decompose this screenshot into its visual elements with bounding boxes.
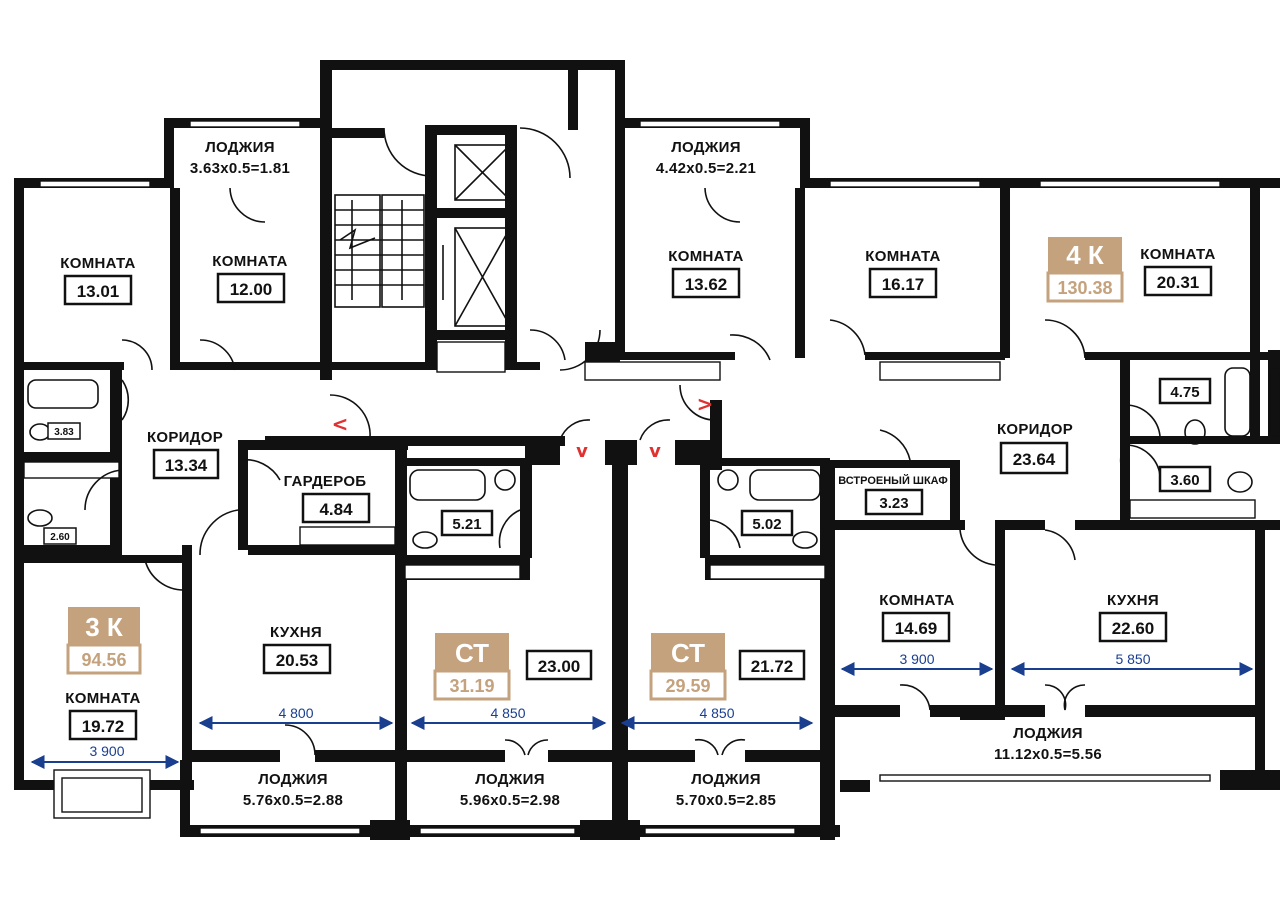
room-area: 4.75 <box>1170 384 1199 401</box>
room-label: КОМНАТА <box>212 253 287 270</box>
room-area: 23.00 <box>538 657 581 676</box>
apartment-total: 29.59 <box>665 676 710 696</box>
room-label: КУХНЯ <box>270 624 322 641</box>
apartment-type: 3 К <box>85 612 123 642</box>
loggia-formula: 5.96x0.5=2.98 <box>460 792 560 809</box>
room-label: КОМНАТА <box>668 248 743 265</box>
room-area: 3.60 <box>1170 472 1199 489</box>
room-area: 3.83 <box>54 427 74 438</box>
apartment-3k: КОМНАТА 13.01 КОМНАТА 12.00 ЛОДЖИЯ 3.63x… <box>43 139 371 809</box>
room-area: 13.62 <box>685 275 728 294</box>
loggia-formula: 3.63x0.5=1.81 <box>190 160 290 177</box>
room-label: КОМНАТА <box>60 255 135 272</box>
room-area: 19.72 <box>82 717 125 736</box>
apartment-total: 94.56 <box>81 650 126 670</box>
apartment-total: 130.38 <box>1057 278 1112 298</box>
loggia-label: ЛОДЖИЯ <box>1013 725 1083 742</box>
room-area: 4.84 <box>319 500 353 519</box>
loggia-label: ЛОДЖИЯ <box>475 771 545 788</box>
room-label: ВСТРОЕНЫЙ ШКАФ <box>838 474 948 487</box>
room-area: 5.02 <box>752 516 781 533</box>
dimension-value: 4 800 <box>278 705 313 721</box>
room-area: 16.17 <box>882 275 925 294</box>
fixtures <box>27 367 1280 549</box>
room-area: 12.00 <box>230 280 273 299</box>
stair-steps <box>335 209 424 286</box>
room-area: 2.60 <box>50 532 70 543</box>
loggia-formula: 5.76x0.5=2.88 <box>243 792 343 809</box>
entrance-arrow-right: > <box>697 392 714 416</box>
dimension-value: 3 900 <box>899 651 934 667</box>
dimension-value: 4 850 <box>699 705 734 721</box>
room-area: 14.69 <box>895 619 938 638</box>
apartment-type-tag <box>68 607 140 645</box>
entrance-markers: < > v v <box>332 392 714 462</box>
loggia-label: ЛОДЖИЯ <box>671 139 741 156</box>
dimension-value: 4 850 <box>490 705 525 721</box>
apartment-type-tag <box>1048 237 1122 273</box>
loggia-label: ЛОДЖИЯ <box>258 771 328 788</box>
entrance-arrow-studio-1: v <box>576 441 588 462</box>
room-label: КОРИДОР <box>147 429 223 446</box>
room-label: КОРИДОР <box>997 421 1073 438</box>
room-label: КОМНАТА <box>1140 246 1215 263</box>
room-area: 13.01 <box>77 282 120 301</box>
room-label: КОМНАТА <box>65 690 140 707</box>
apartment-type-tag <box>651 633 725 671</box>
loggia-formula: 5.70x0.5=2.85 <box>676 792 776 809</box>
room-area: 13.34 <box>165 456 208 475</box>
door-swings <box>84 127 1161 756</box>
room-area: 3.23 <box>879 495 908 512</box>
dimension-lines <box>30 662 1254 769</box>
room-area: 20.31 <box>1157 273 1200 292</box>
room-area: 23.64 <box>1013 450 1056 469</box>
apartment-type: СТ <box>671 638 705 668</box>
apartment-4k: ЛОДЖИЯ 4.42x0.5=2.21 КОМНАТА 13.62 КОМНА… <box>656 139 1216 763</box>
room-label: ГАРДЕРОБ <box>284 473 367 490</box>
loggia-label: ЛОДЖИЯ <box>691 771 761 788</box>
apartment-type: СТ <box>455 638 489 668</box>
entrance-arrow-studio-2: v <box>649 441 661 462</box>
room-area: 5.21 <box>452 516 481 533</box>
room-area: 20.53 <box>276 651 319 670</box>
apartment-studio-2: 5.02 СТ 29.59 21.72 4 850 ЛОДЖИЯ 5.70x0.… <box>649 509 806 809</box>
room-area: 21.72 <box>751 657 794 676</box>
apartment-total: 31.19 <box>449 676 494 696</box>
dimension-value: 5 850 <box>1115 651 1150 667</box>
loggia-label: ЛОДЖИЯ <box>205 139 275 156</box>
room-label: КОМНАТА <box>865 248 940 265</box>
apartment-studio-1: 5.21 СТ 31.19 23.00 4 850 ЛОДЖИЯ 5.96x0.… <box>433 509 593 809</box>
loggia-formula: 11.12x0.5=5.56 <box>994 746 1102 763</box>
room-label: КОМНАТА <box>879 592 954 609</box>
entrance-arrow-left: < <box>332 412 349 436</box>
room-label: КУХНЯ <box>1107 592 1159 609</box>
apartment-type: 4 К <box>1066 240 1104 270</box>
loggia-formula: 4.42x0.5=2.21 <box>656 160 756 177</box>
apartment-type-tag <box>435 633 509 671</box>
room-area: 22.60 <box>1112 619 1155 638</box>
dimension-value: 3 900 <box>89 743 124 759</box>
elevator-core <box>334 144 511 327</box>
